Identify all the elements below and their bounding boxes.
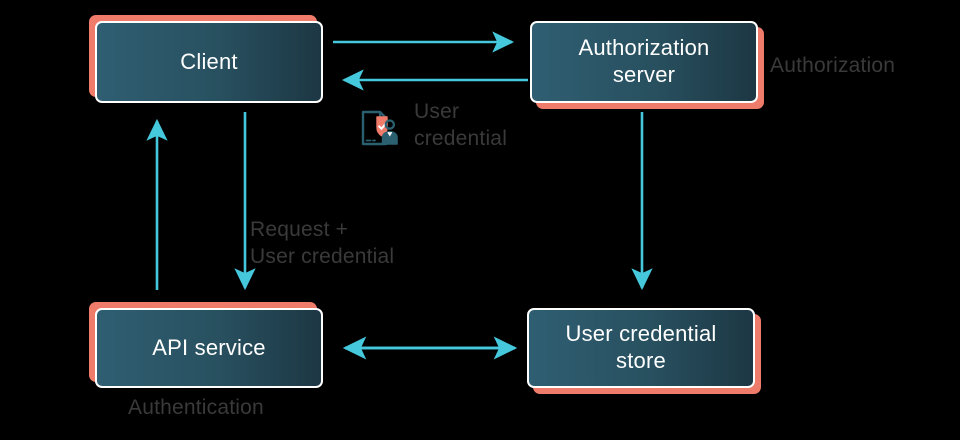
node-label: Client [180,48,238,74]
node-face: User credential store [527,308,755,388]
node-face: API service [95,308,323,388]
label-authorization: Authorization [770,54,896,77]
node-client[interactable]: Client [89,15,323,103]
check-icon [378,122,387,130]
node-label: User credential store [565,321,717,373]
node-user-credential-store[interactable]: User credential store [527,308,761,394]
node-label: API service [152,334,266,360]
node-face: Authorization server [530,21,758,103]
person-body-icon [381,131,398,145]
person-collar-icon [387,131,393,137]
label-authentication: Authentication [128,396,264,419]
person-head-icon [384,119,396,130]
node-face: Client [95,21,323,103]
label-request-user-credential: Request + User credential [250,218,395,269]
node-api-service[interactable]: API service [89,302,323,388]
label-user-credential: User credential [414,100,508,151]
user-credential-icon [361,110,398,146]
node-label: Authorization server [578,35,710,87]
shield-icon [376,116,388,137]
node-authorization-server[interactable]: Authorization server [530,21,764,109]
